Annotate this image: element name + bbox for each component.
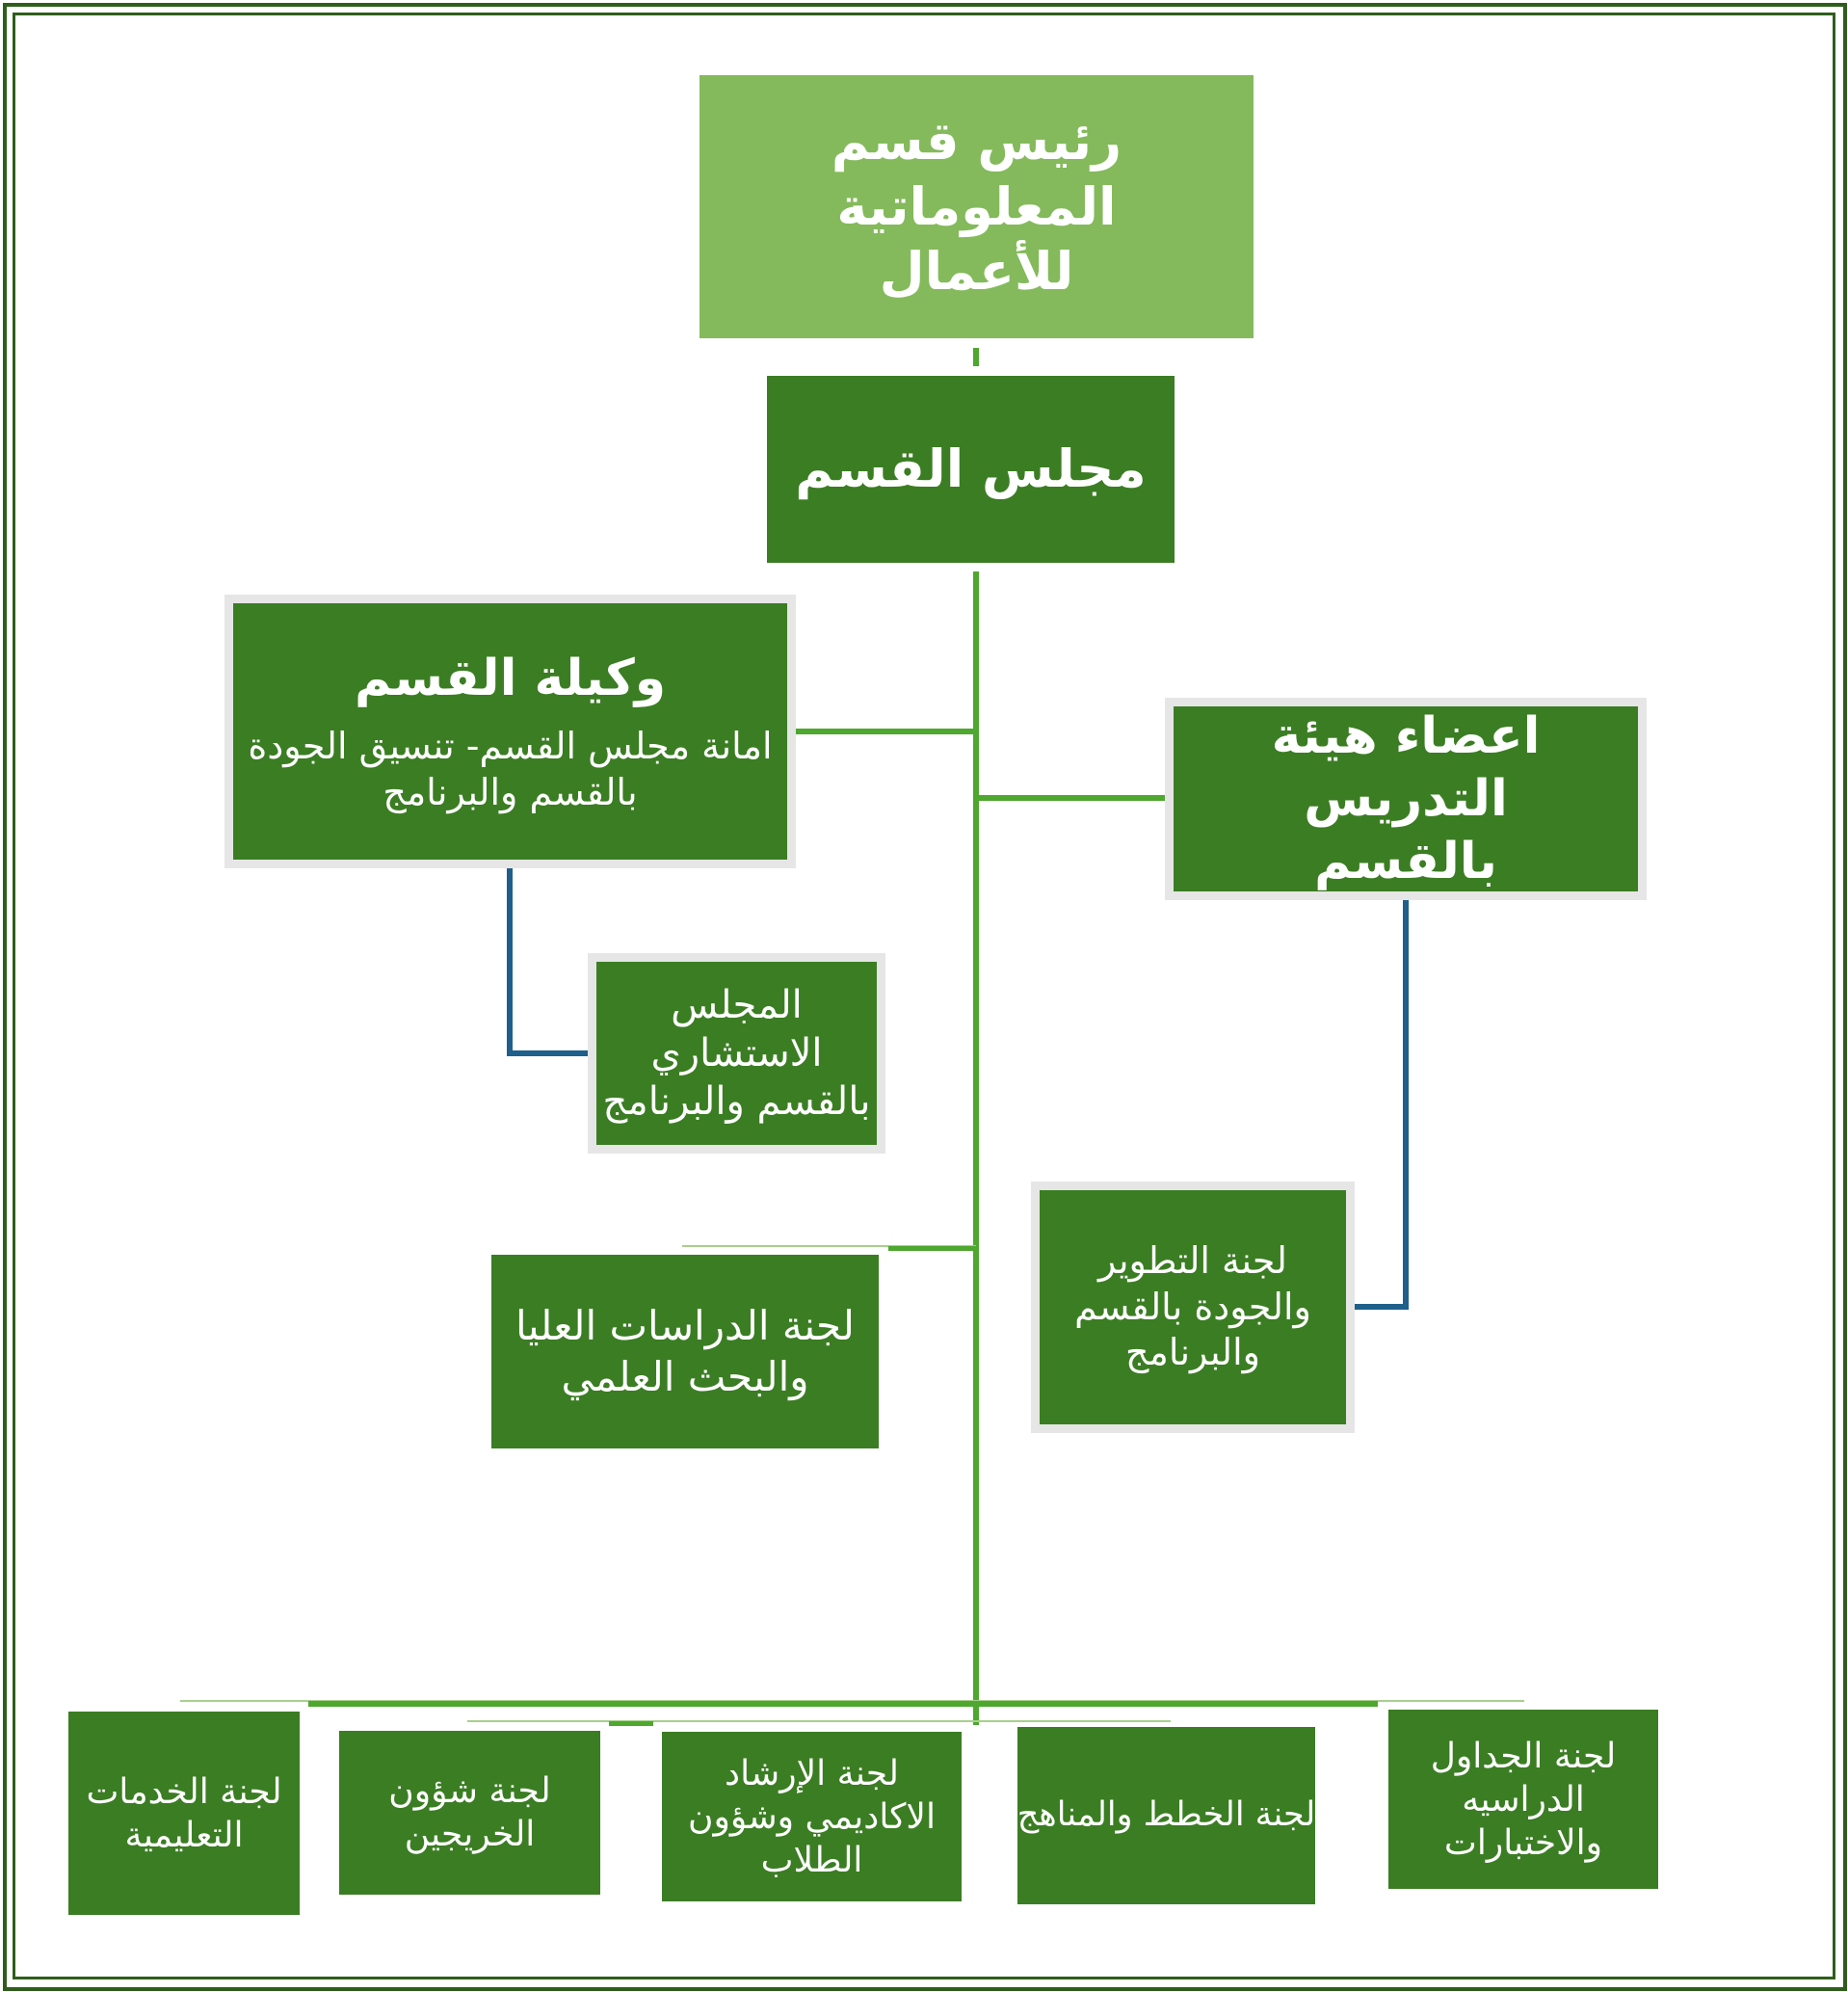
development-line: والجودة بالقسم: [1074, 1285, 1311, 1328]
department-head-box: رئيس قسم المعلوماتية للأعمال: [700, 75, 1254, 338]
advisory-line: بالقسم والبرنامج: [602, 1079, 871, 1124]
bottom-connector-2: [467, 1720, 1171, 1722]
department-head-line: رئيس قسم المعلوماتية: [831, 111, 1122, 237]
connector-head-council: [973, 348, 979, 366]
deputy-line: بالقسم والبرنامج: [383, 770, 638, 813]
outer-border: [3, 3, 1847, 1991]
committee-box: لجنة الخدمات التعليمية: [68, 1712, 300, 1915]
blue-connector-vertical-right: [1403, 899, 1409, 1310]
committee-line: لجنة الإرشاد: [725, 1753, 899, 1793]
committee-line: الاكاديمي وشؤون: [688, 1796, 936, 1837]
blue-connector-horizontal-left: [507, 1050, 588, 1056]
bottom-connector: [308, 1701, 1378, 1707]
graduate-studies-box: لجنة الدراسات العليا والبحث العلمي: [491, 1255, 879, 1448]
committee-box: لجنة الإرشاد الاكاديمي وشؤون الطلاب: [662, 1732, 962, 1901]
development-committee-box: لجنة التطوير والجودة بالقسم والبرنامج: [1031, 1182, 1355, 1433]
deputy-box: وكيلة القسم امانة مجلس القسم- تنسيق الجو…: [224, 595, 796, 868]
committee-box: لجنة شؤون الخريجين: [339, 1731, 600, 1895]
faculty-line: اعضاء هيئة التدريس: [1271, 706, 1541, 828]
committee-line: لجنة شؤون: [388, 1771, 551, 1811]
bottom-connector-stub: [609, 1721, 653, 1726]
blue-connector-vertical-left: [507, 867, 513, 1056]
graduate-line: لجنة الدراسات العليا: [515, 1302, 855, 1349]
development-line: لجنة التطوير: [1098, 1239, 1287, 1283]
committee-box: لجنة الجداول الدراسيه والاختبارات: [1388, 1710, 1658, 1889]
department-council-box: مجلس القسم: [767, 376, 1175, 563]
development-line: والبرنامج: [1125, 1331, 1260, 1374]
department-head-line: للأعمال: [879, 241, 1074, 303]
connector-graduate-thin: [682, 1245, 976, 1247]
faculty-line: بالقسم: [1314, 832, 1497, 890]
inner-border: [13, 13, 1835, 1979]
connector-graduate: [888, 1246, 976, 1251]
committee-line: الدراسيه: [1462, 1779, 1585, 1819]
connector-deputy: [795, 729, 976, 734]
committee-line: الخريجين: [404, 1815, 536, 1854]
faculty-box: اعضاء هيئة التدريس بالقسم: [1165, 698, 1647, 900]
department-council-label: مجلس القسم: [795, 438, 1147, 500]
graduate-line: والبحث العلمي: [561, 1352, 809, 1400]
main-vertical-connector: [973, 571, 979, 1725]
committee-line: التعليمية: [124, 1815, 244, 1855]
advisory-line: الاستشاري: [650, 1031, 823, 1076]
committee-line: لجنة الخطط والمناهج: [1016, 1795, 1316, 1835]
deputy-title: وكيلة القسم: [354, 650, 667, 707]
committee-line: لجنة الخدمات: [86, 1771, 282, 1812]
deputy-line: امانة مجلس القسم- تنسيق الجودة: [248, 725, 773, 767]
committee-line: لجنة الجداول: [1430, 1736, 1617, 1776]
blue-connector-horizontal-right: [1354, 1304, 1409, 1310]
connector-faculty: [976, 795, 1165, 801]
committee-line: الطلاب: [760, 1840, 863, 1880]
committee-box: لجنة الخطط والمناهج: [1017, 1727, 1315, 1904]
committee-line: والاختبارات: [1443, 1822, 1603, 1863]
advisory-line: المجلس: [671, 983, 803, 1027]
advisory-council-box: المجلس الاستشاري بالقسم والبرنامج: [588, 953, 885, 1154]
